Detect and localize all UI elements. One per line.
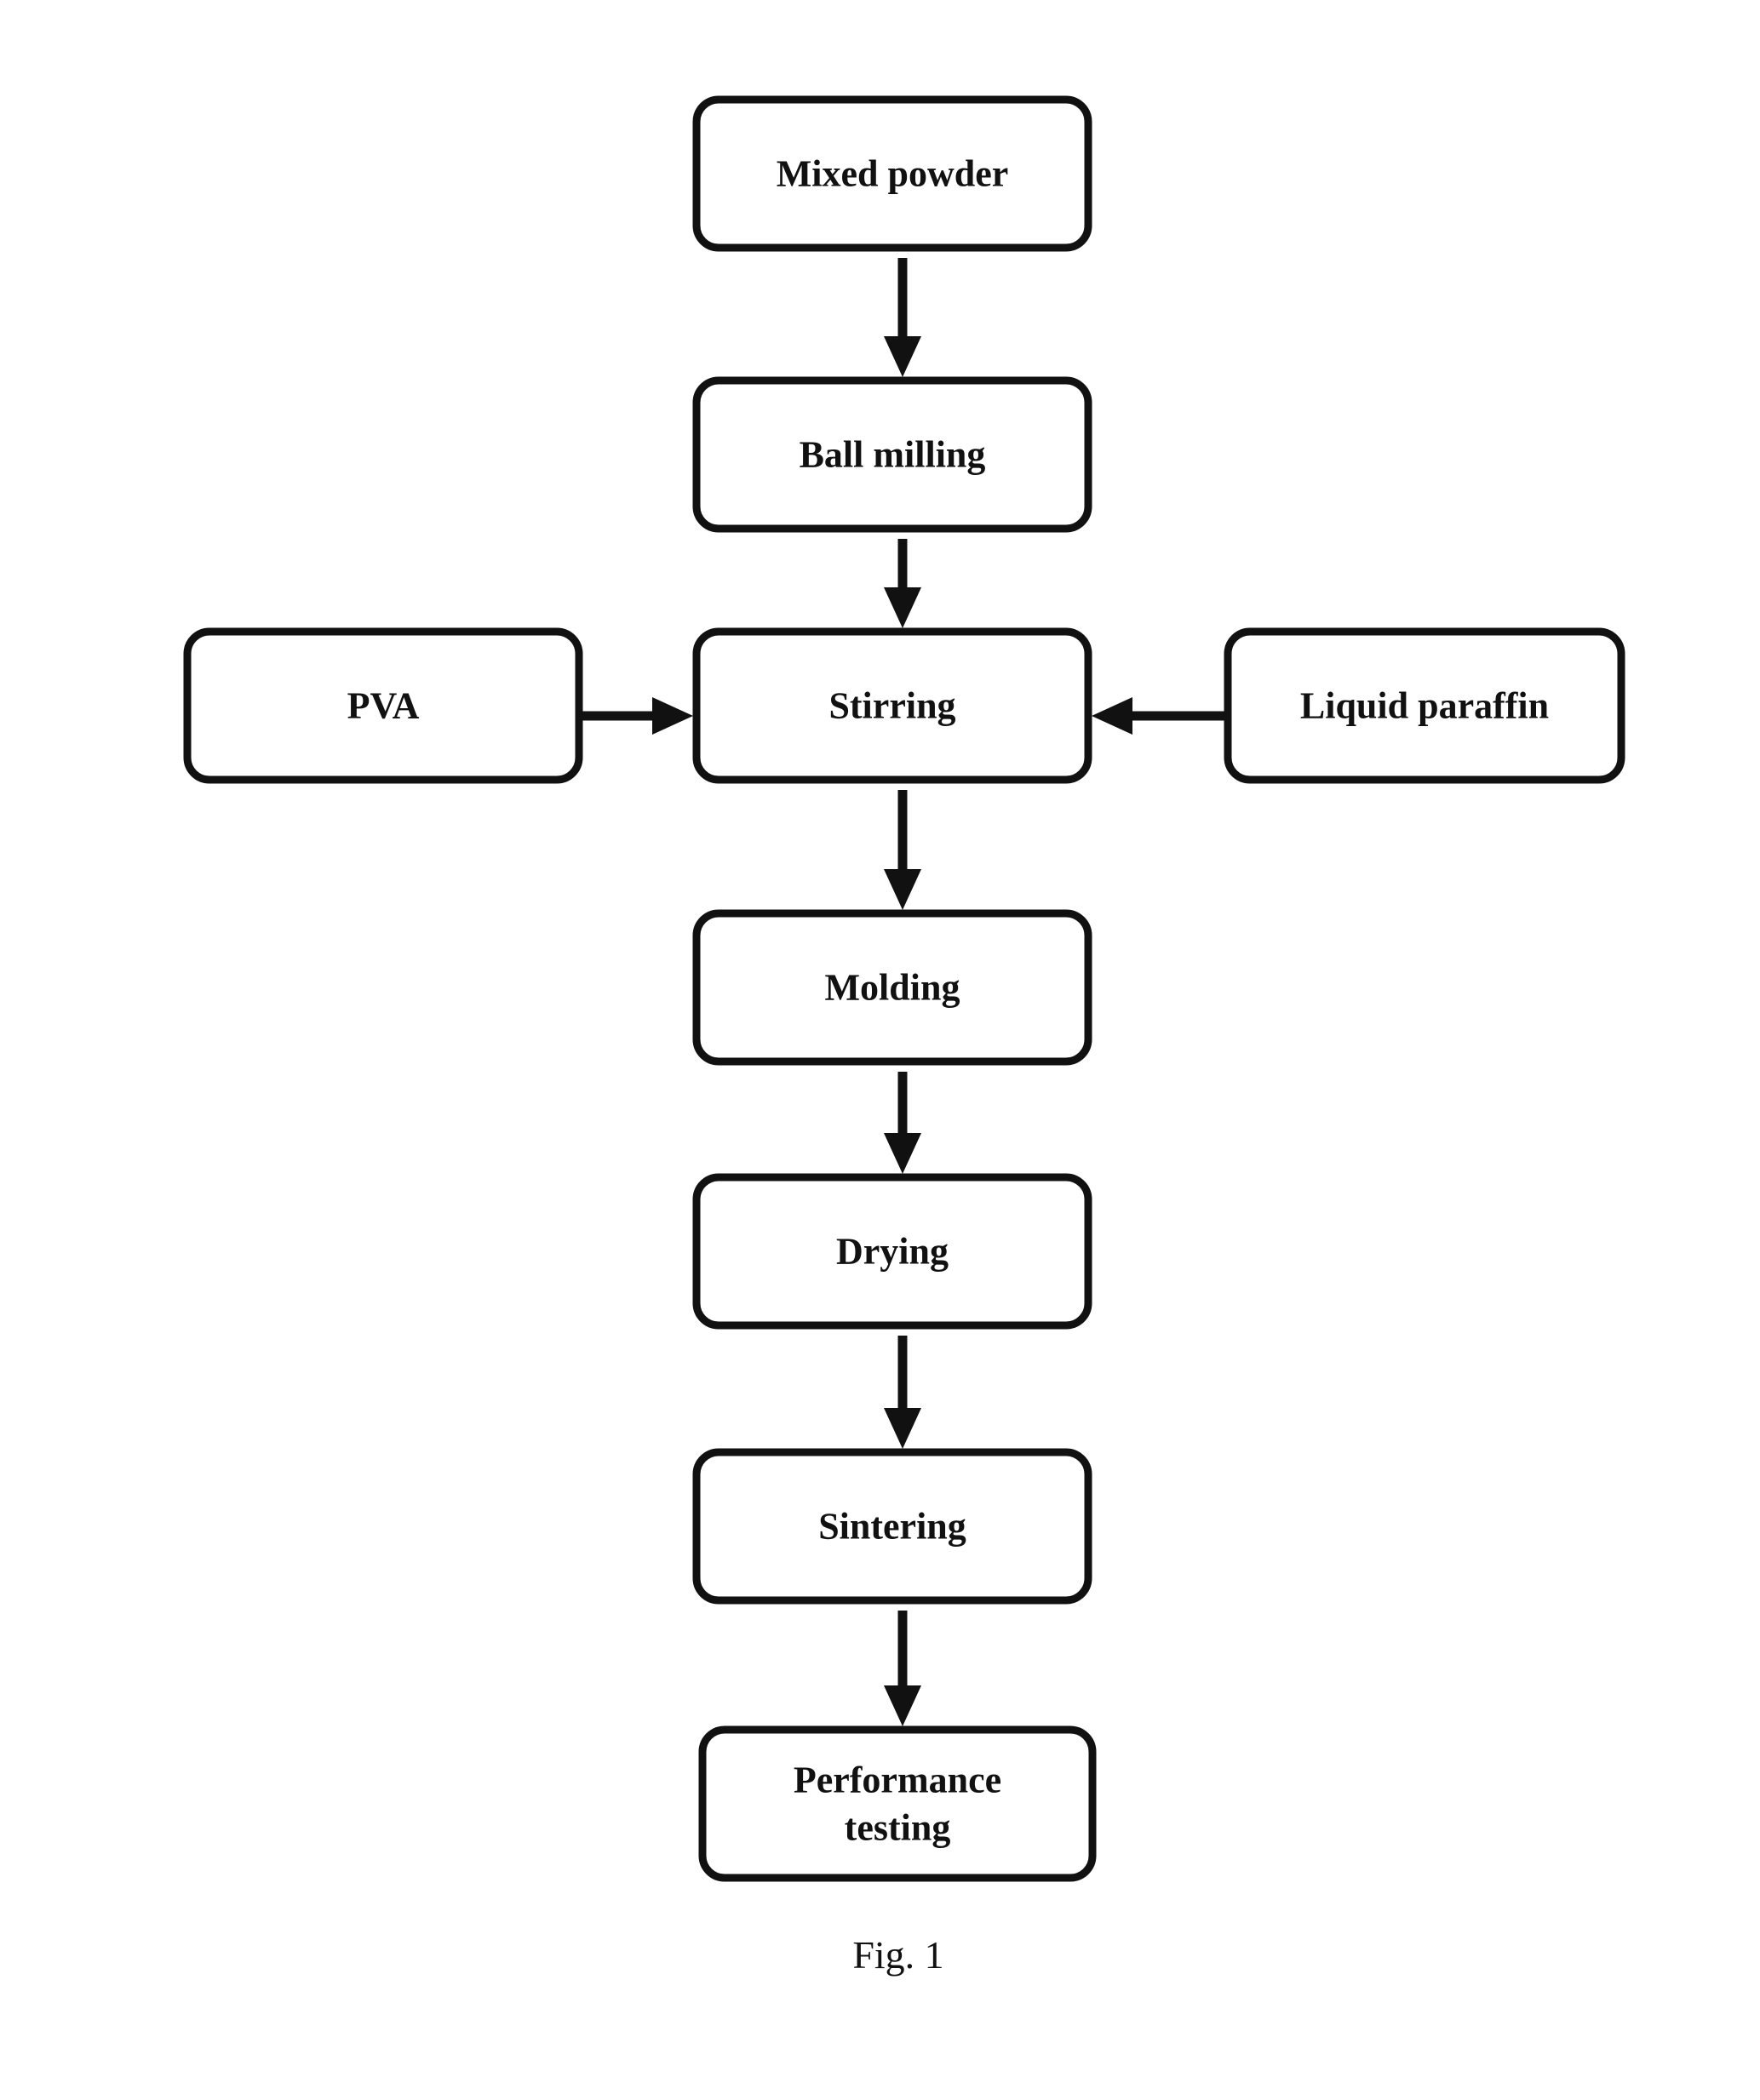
arrowhead-icon <box>884 587 921 628</box>
node-label: Sintering <box>818 1506 966 1548</box>
node-label: Performance <box>794 1760 1001 1801</box>
edge-mixed-powder-to-ball-milling <box>884 258 921 377</box>
arrowhead-icon <box>884 1133 921 1174</box>
node-label: Molding <box>825 967 960 1009</box>
edge-drying-to-sintering <box>884 1336 921 1449</box>
arrowhead-icon <box>884 336 921 377</box>
node-ball-milling: Ball milling <box>697 381 1088 529</box>
edge-ball-milling-to-stirring <box>884 539 921 628</box>
node-label: Drying <box>836 1231 949 1273</box>
node-label: Liquid paraffin <box>1300 685 1549 727</box>
arrowhead-icon <box>884 869 921 910</box>
node-stirring: Stirring <box>697 632 1088 780</box>
node-box <box>702 1730 1092 1878</box>
node-label: Ball milling <box>800 434 986 476</box>
edge-molding-to-drying <box>884 1072 921 1174</box>
arrowhead-icon <box>884 1408 921 1449</box>
edge-sintering-to-performance-testing <box>884 1611 921 1726</box>
arrowhead-icon <box>884 1685 921 1726</box>
edge-pva-to-stirring <box>582 697 693 735</box>
figure-caption: Fig. 1 <box>0 1932 1760 1977</box>
node-molding: Molding <box>697 913 1088 1061</box>
edge-stirring-to-molding <box>884 790 921 910</box>
node-liquid-paraffin: Liquid paraffin <box>1228 632 1621 780</box>
node-label: testing <box>845 1807 951 1849</box>
node-label: PVA <box>347 685 420 727</box>
node-mixed-powder: Mixed powder <box>697 100 1088 248</box>
node-label: Mixed powder <box>777 153 1009 195</box>
node-pva: PVA <box>187 632 579 780</box>
arrowhead-icon <box>1092 697 1132 735</box>
node-label: Stirring <box>828 685 955 727</box>
arrowhead-icon <box>652 697 693 735</box>
edge-liquid-paraffin-to-stirring <box>1092 697 1224 735</box>
node-sintering: Sintering <box>697 1452 1088 1600</box>
node-drying: Drying <box>697 1177 1088 1325</box>
node-performance-testing: Performance testing <box>702 1730 1092 1878</box>
